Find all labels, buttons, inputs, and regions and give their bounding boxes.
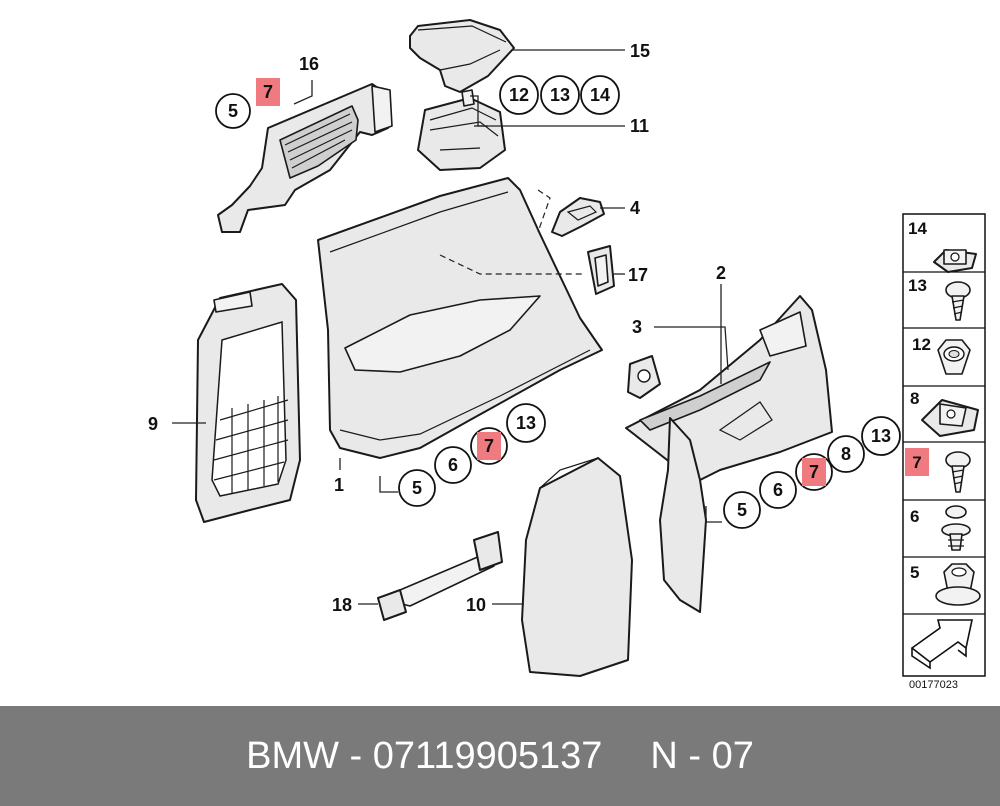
lower-right-panel [659,417,707,613]
legend-label-13: 13 [908,276,927,295]
callout-10: 10 [466,595,486,615]
part-11-bracket [417,89,506,171]
callout-9: 9 [148,414,158,434]
callout-group-top-left: 5 7 [215,78,280,129]
legend-label-8: 8 [910,389,919,408]
footer-bar: BMW - 07119905137 N - 07 [0,706,1000,806]
callout-17: 17 [628,265,648,285]
callout-8: 8 [841,444,851,464]
callout-14: 14 [590,85,610,105]
clip-nut-icon [933,249,977,273]
part-17-latch [587,245,615,295]
callout-4: 4 [630,198,640,218]
footer-position: N - 07 [650,734,754,777]
push-clip-icon [941,505,971,551]
callout-18: 18 [332,595,352,615]
legend-label-12: 12 [912,335,931,354]
callout-5: 5 [228,101,238,121]
part-2-side-panel [625,295,833,481]
reference-number: 00177023 [909,679,958,691]
legend-label-5: 5 [910,563,919,582]
callout-group-right-row: 5 6 7 8 13 [723,416,901,529]
part-16-trim-panel [217,83,393,233]
part-18-strap [377,531,503,621]
part-9-net-panel [195,283,301,523]
callout-16: 16 [299,54,319,74]
part-10-floor-cover [521,457,633,677]
callout-2: 2 [716,263,726,283]
legend-label-14: 14 [908,219,927,238]
callout-7-highlight: 7 [809,462,819,482]
callout-6: 6 [448,455,458,475]
parts-diagram: 15 11 4 17 3 2 16 1 9 18 10 5 7 12 13 14… [148,19,986,691]
part-3-clip [627,355,661,399]
callout-7-highlight: 7 [484,436,494,456]
hex-nut-icon [937,339,971,375]
screw-icon [945,281,971,321]
arrow-icon [910,619,973,670]
highlight-marker [802,458,826,486]
hardware-legend-panel: 14 13 12 8 7 [902,213,986,677]
flange-nut-icon [935,563,981,606]
callout-13: 13 [516,413,536,433]
callout-7-highlight: 7 [263,82,273,102]
callout-11: 11 [630,116,649,136]
callout-group-middle-row: 5 6 7 13 [398,403,546,507]
clip-nut-icon [921,399,979,437]
legend-label-6: 6 [910,507,919,526]
footer-part-number: BMW - 07119905137 [246,734,603,777]
callout-group-top-row: 12 13 14 [499,75,620,115]
leader-lines [172,49,729,605]
callout-15: 15 [630,41,650,61]
screw-icon [945,451,971,493]
callout-12: 12 [509,85,529,105]
callout-1: 1 [334,475,344,495]
callout-6: 6 [773,480,783,500]
callout-13: 13 [871,426,891,446]
callout-13: 13 [550,85,570,105]
callout-3: 3 [632,317,642,337]
legend-label-7: 7 [912,453,921,472]
callout-5: 5 [412,478,422,498]
highlight-marker [256,78,280,106]
part-1-side-trim [317,177,603,459]
highlight-marker [905,448,929,476]
highlight-marker [477,432,501,460]
callout-5: 5 [737,500,747,520]
part-4-handle [551,197,605,237]
part-15-cover [409,19,515,93]
